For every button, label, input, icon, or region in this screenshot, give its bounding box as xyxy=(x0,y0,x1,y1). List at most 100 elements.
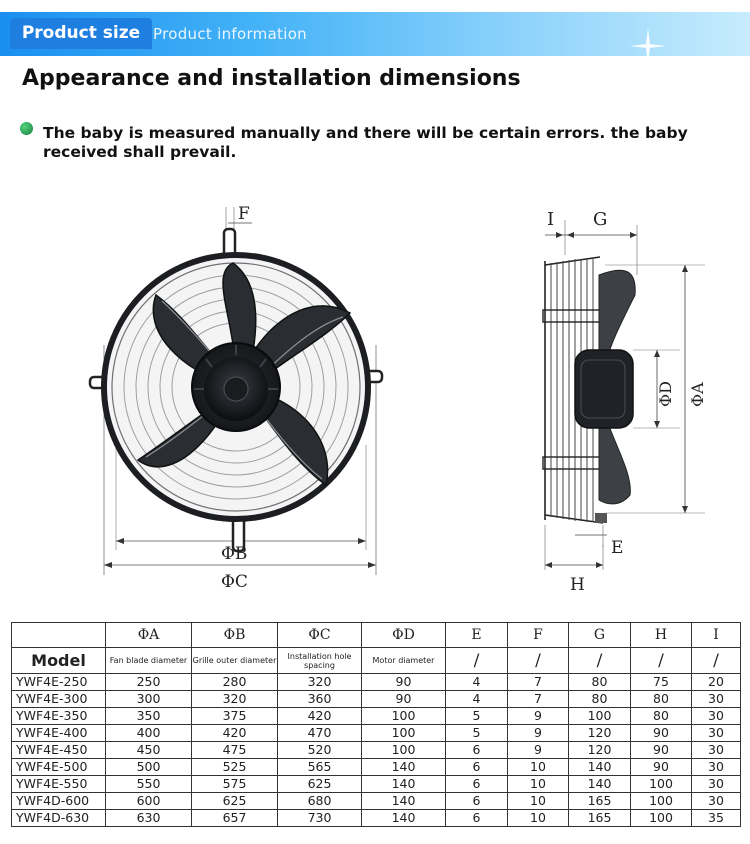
value-cell: 6 xyxy=(445,809,508,827)
value-cell: 80 xyxy=(568,690,631,708)
value-cell: 90 xyxy=(630,758,692,776)
value-cell: 7 xyxy=(507,690,569,708)
header-description: Motor diameter xyxy=(361,647,446,674)
value-cell: 30 xyxy=(691,690,741,708)
sparkle-icon xyxy=(630,28,666,64)
value-cell: 165 xyxy=(568,792,631,810)
value-cell: 120 xyxy=(568,741,631,759)
dimension-label-g: G xyxy=(593,209,607,230)
value-cell: 100 xyxy=(361,724,446,742)
dimension-label-phi-a: ΦA xyxy=(688,382,707,407)
dimension-label-phi-b: ΦB xyxy=(221,544,247,564)
value-cell: 30 xyxy=(691,707,741,725)
value-cell: 7 xyxy=(507,673,569,691)
value-cell: 140 xyxy=(361,758,446,776)
model-cell: YWF4E-400 xyxy=(11,724,106,742)
value-cell: 30 xyxy=(691,792,741,810)
header-symbol: F xyxy=(507,622,569,648)
header-symbol: ΦD xyxy=(361,622,446,648)
value-cell: 4 xyxy=(445,690,508,708)
header-symbol: ΦA xyxy=(105,622,192,648)
value-cell: 320 xyxy=(191,690,278,708)
header-description: / xyxy=(445,647,508,674)
model-cell: YWF4E-450 xyxy=(11,741,106,759)
value-cell: 6 xyxy=(445,741,508,759)
model-cell: YWF4E-300 xyxy=(11,690,106,708)
value-cell: 525 xyxy=(191,758,278,776)
section-title: Appearance and installation dimensions xyxy=(22,66,521,91)
value-cell: 90 xyxy=(630,741,692,759)
value-cell: 140 xyxy=(361,809,446,827)
value-cell: 375 xyxy=(191,707,278,725)
value-cell: 5 xyxy=(445,724,508,742)
value-cell: 320 xyxy=(277,673,362,691)
header-description: / xyxy=(507,647,569,674)
value-cell: 6 xyxy=(445,758,508,776)
value-cell: 30 xyxy=(691,741,741,759)
product-information-label: Product information xyxy=(153,25,307,43)
value-cell: 10 xyxy=(507,809,569,827)
header-symbol: ΦC xyxy=(277,622,362,648)
value-cell: 280 xyxy=(191,673,278,691)
value-cell: 80 xyxy=(630,690,692,708)
value-cell: 10 xyxy=(507,775,569,793)
value-cell: 680 xyxy=(277,792,362,810)
value-cell: 350 xyxy=(105,707,192,725)
value-cell: 90 xyxy=(630,724,692,742)
value-cell: 5 xyxy=(445,707,508,725)
value-cell: 80 xyxy=(630,707,692,725)
value-cell: 140 xyxy=(361,775,446,793)
value-cell: 657 xyxy=(191,809,278,827)
value-cell: 625 xyxy=(191,792,278,810)
value-cell: 360 xyxy=(277,690,362,708)
model-header: Model xyxy=(11,647,106,674)
value-cell: 20 xyxy=(691,673,741,691)
header-description: Grille outer diameter xyxy=(191,647,278,674)
value-cell: 6 xyxy=(445,775,508,793)
value-cell: 500 xyxy=(105,758,192,776)
value-cell: 100 xyxy=(630,792,692,810)
value-cell: 100 xyxy=(630,775,692,793)
header-description: Installation hole spacing xyxy=(277,647,362,674)
header-symbol: E xyxy=(445,622,508,648)
value-cell: 625 xyxy=(277,775,362,793)
value-cell: 100 xyxy=(361,707,446,725)
value-cell: 30 xyxy=(691,724,741,742)
model-cell: YWF4E-500 xyxy=(11,758,106,776)
value-cell: 10 xyxy=(507,758,569,776)
model-cell: YWF4E-550 xyxy=(11,775,106,793)
value-cell: 6 xyxy=(445,792,508,810)
value-cell: 90 xyxy=(361,690,446,708)
header-symbol: ΦB xyxy=(191,622,278,648)
header-description: / xyxy=(568,647,631,674)
bullet-dot-icon xyxy=(20,122,33,135)
value-cell: 140 xyxy=(568,775,631,793)
dimension-label-phi-d: ΦD xyxy=(656,381,675,407)
value-cell: 75 xyxy=(630,673,692,691)
value-cell: 9 xyxy=(507,741,569,759)
model-cell: YWF4E-350 xyxy=(11,707,106,725)
value-cell: 730 xyxy=(277,809,362,827)
dimension-label-phi-c: ΦC xyxy=(221,572,248,592)
value-cell: 520 xyxy=(277,741,362,759)
value-cell: 575 xyxy=(191,775,278,793)
value-cell: 475 xyxy=(191,741,278,759)
dimension-table: ΦA ΦB ΦC ΦD E F G H I Model Fan blade di… xyxy=(11,622,741,827)
value-cell: 9 xyxy=(507,724,569,742)
model-cell: YWF4E-250 xyxy=(11,673,106,691)
value-cell: 4 xyxy=(445,673,508,691)
value-cell: 250 xyxy=(105,673,192,691)
value-cell: 630 xyxy=(105,809,192,827)
model-cell: YWF4D-630 xyxy=(11,809,106,827)
value-cell: 35 xyxy=(691,809,741,827)
product-size-tab: Product size xyxy=(10,18,152,49)
